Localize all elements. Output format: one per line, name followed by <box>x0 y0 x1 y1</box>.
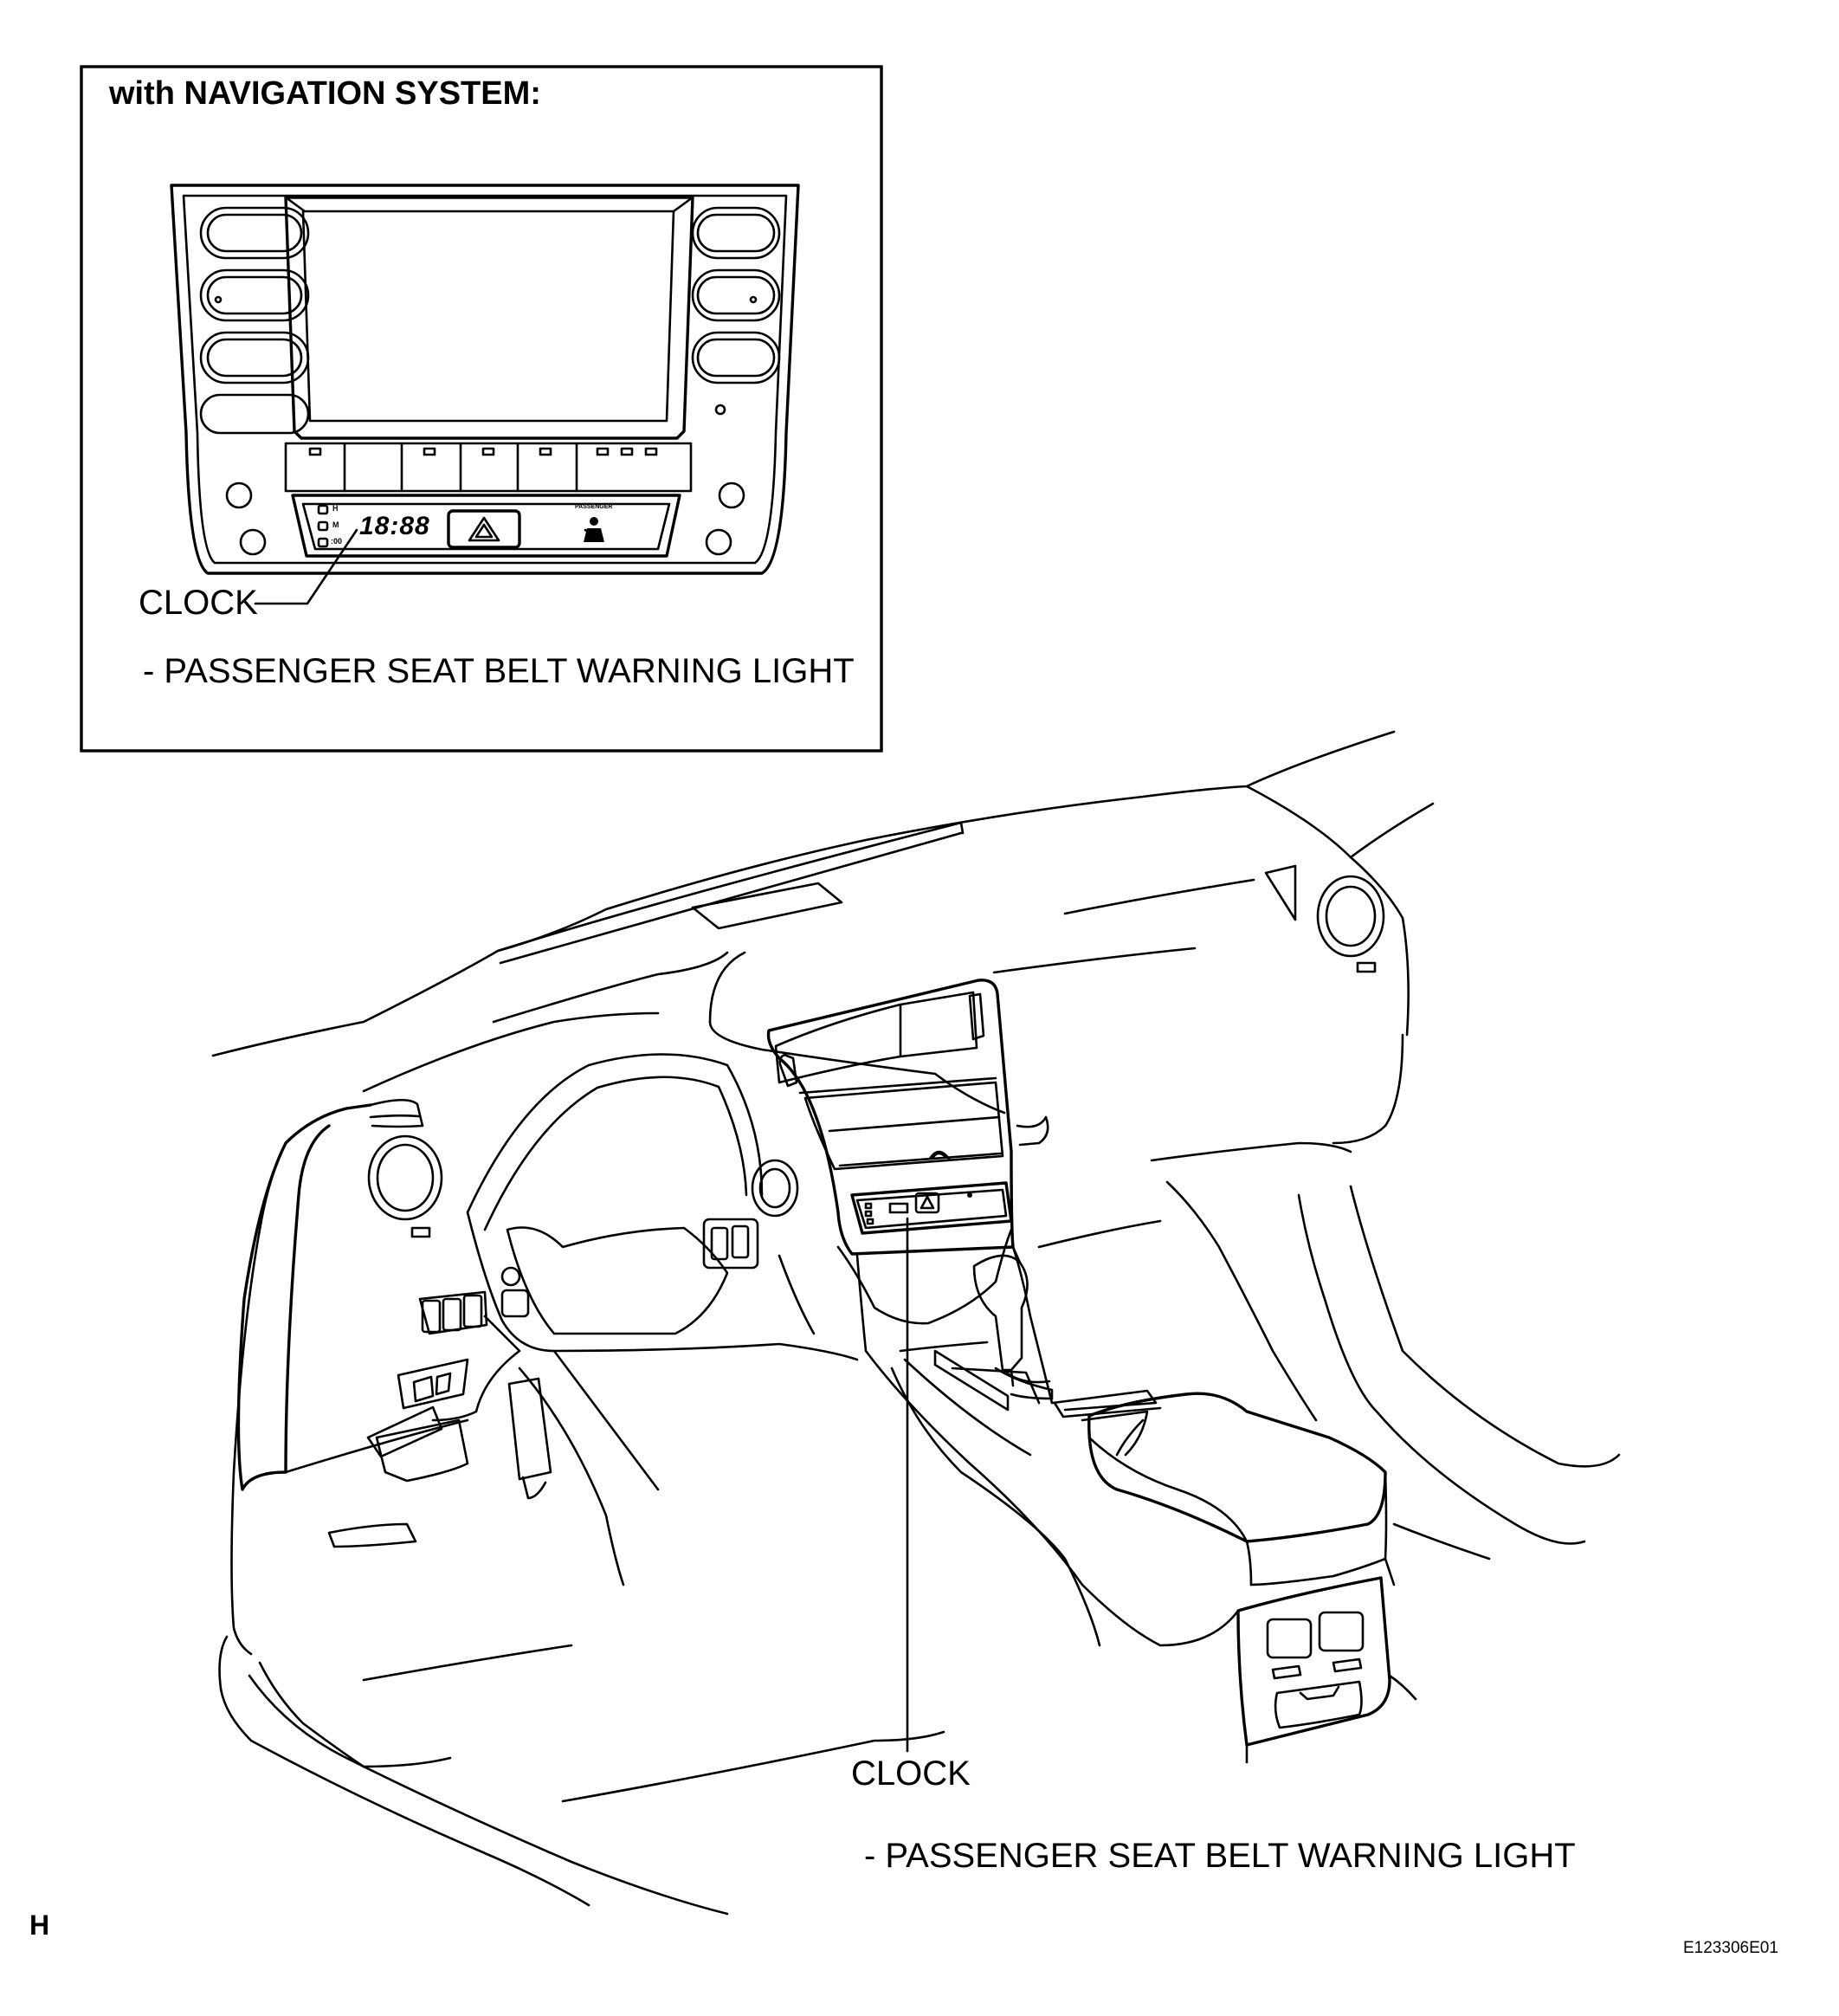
right-vents <box>691 206 781 416</box>
right-dash-vent <box>1264 864 1385 973</box>
inset-title: with NAVIGATION SYSTEM: <box>109 75 541 112</box>
inset-indicator-00: :00 <box>331 537 343 546</box>
inset-clock-leader <box>254 528 358 605</box>
nav-unit-illustration <box>170 184 800 605</box>
figure-code: E123306E01 <box>1683 1939 1778 1957</box>
inset-clock-digits: 18:88 <box>359 512 430 540</box>
dashboard-illustration <box>211 730 1621 1916</box>
inset-note: - PASSENGER SEAT BELT WARNING LIGHT <box>143 652 855 690</box>
inset-indicator-h: H <box>332 504 339 513</box>
corner-letter: H <box>29 1909 50 1941</box>
inset-passenger-text: PASSENGER <box>575 504 613 510</box>
inset-clock-label: CLOCK <box>139 584 258 622</box>
passenger-seatbelt-icon <box>584 517 604 542</box>
nav-screen <box>284 196 694 440</box>
main-clock-label: CLOCK <box>851 1754 971 1793</box>
instrument-cluster-area <box>236 1011 799 1548</box>
left-vents <box>199 206 310 435</box>
center-stack <box>766 979 1015 1256</box>
main-note: - PASSENGER SEAT BELT WARNING LIGHT <box>864 1837 1576 1875</box>
inset-frame <box>80 65 883 753</box>
hazard-button <box>447 509 521 549</box>
center-clock-panel <box>850 1181 1013 1235</box>
center-armrest <box>1087 1392 1387 1543</box>
inset-indicator-m: M <box>332 520 339 529</box>
clock-panel <box>291 494 681 558</box>
gear-shifter <box>972 1254 1029 1372</box>
rear-console <box>1236 1576 1417 1747</box>
button-row <box>284 442 693 493</box>
